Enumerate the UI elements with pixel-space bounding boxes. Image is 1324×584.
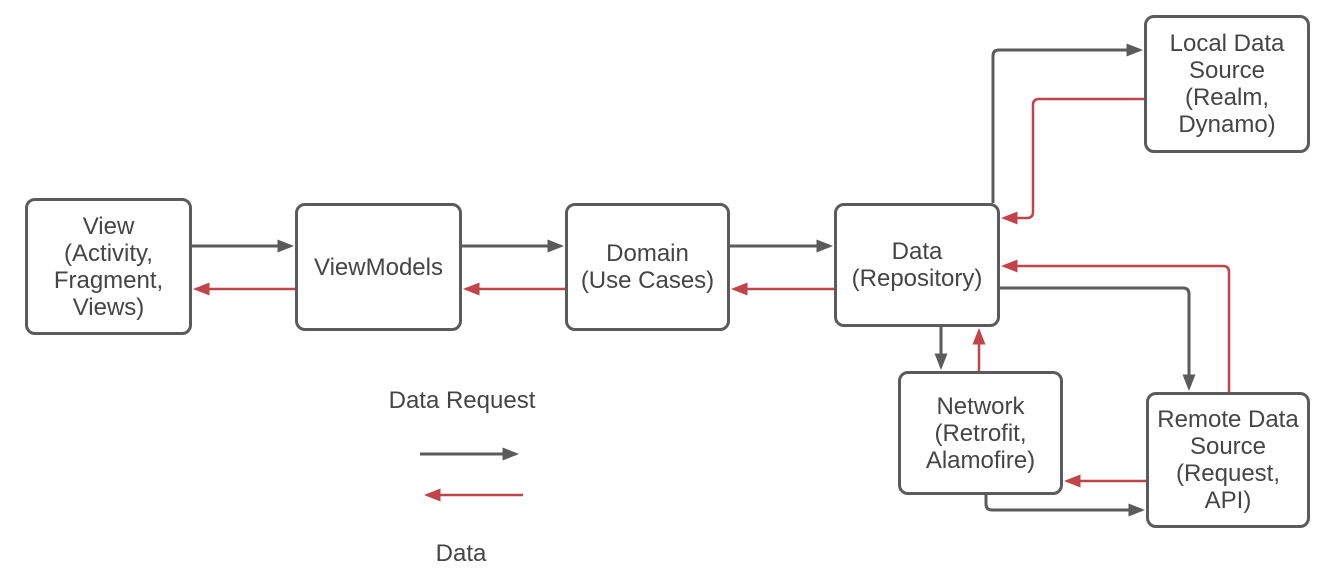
edge-request-data-to-remote-data-source: [1000, 286, 1196, 391]
edge-request-data-to-local-data-source: [991, 43, 1143, 203]
node-network-label: Network (Retrofit, Alamofire): [925, 392, 1036, 474]
legend-data-request-label: Data Request: [388, 387, 536, 414]
node-network: Network (Retrofit, Alamofire): [898, 371, 1063, 495]
node-domain-label: Domain (Use Cases): [580, 240, 715, 294]
node-domain: Domain (Use Cases): [565, 203, 730, 331]
edge-data-remote-data-source-to-data: [1001, 259, 1231, 392]
node-viewmodels-label: ViewModels: [314, 253, 443, 281]
edge-request-network-to-remote-data-source: [984, 495, 1145, 517]
node-remote-data-source: Remote Data Source (Request, API): [1146, 392, 1310, 528]
node-view-label: View (Activity, Fragment, Views): [53, 212, 164, 321]
node-local-data-source: Local Data Source (Realm, Dynamo): [1144, 15, 1310, 153]
node-remote-data-source-label: Remote Data Source (Request, API): [1157, 406, 1299, 514]
node-data-repository-label: Data (Repository): [851, 238, 983, 292]
node-local-data-source-label: Local Data Source (Realm, Dynamo): [1169, 30, 1285, 138]
node-data-repository: Data (Repository): [834, 203, 1000, 327]
edge-data-local-data-source-to-data: [1001, 97, 1144, 225]
node-view: View (Activity, Fragment, Views): [25, 198, 192, 335]
legend-data-label: Data: [435, 540, 487, 567]
node-viewmodels: ViewModels: [295, 203, 462, 331]
